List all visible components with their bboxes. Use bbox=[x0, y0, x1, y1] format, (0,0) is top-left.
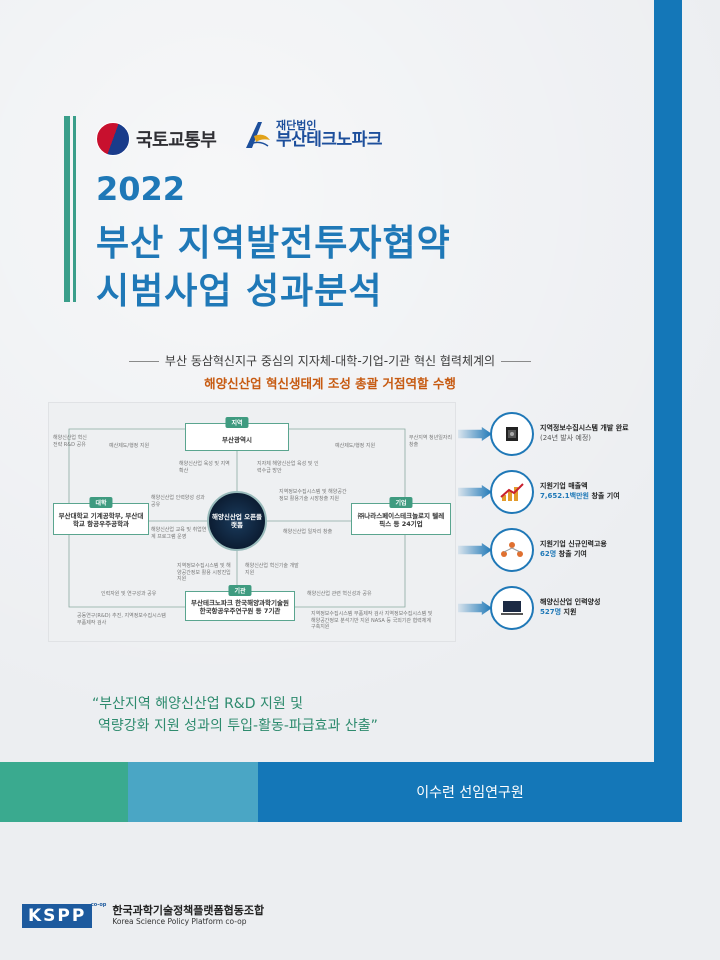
author-name: 이수련 선임연구원 bbox=[416, 785, 524, 801]
institution-box-label: 부산테크노파크 한국해양과학기술원 한국항공우주연구원 등 7기관 bbox=[191, 599, 289, 616]
kspp-text: KSPP bbox=[28, 906, 87, 926]
divider bbox=[128, 361, 159, 362]
note-uni-right-2: 해양신산업 교육 및 취업연계 프로그램 운영 bbox=[151, 527, 207, 540]
satellite-icon bbox=[490, 412, 534, 456]
ministry-name: 국토교통부 bbox=[136, 130, 217, 151]
result-2-value: 7,652.1백만원 bbox=[540, 492, 589, 500]
note-top-left: 예산제도/행정 지원 bbox=[109, 443, 150, 449]
report-title-line1: 부산 지역발전투자협약 bbox=[96, 223, 451, 264]
note-mid-bottom-a: 지역정보수집시스템 및 해양공간정보 활용 시장진입 지원 bbox=[177, 563, 231, 582]
result-1-line1: 지역정보수집시스템 개발 완료 bbox=[540, 424, 629, 433]
arrow-icon bbox=[458, 601, 492, 615]
note-company-left: 지역정보수집시스템 및 해양공간정보 활용기술 시장창출 지원 bbox=[279, 489, 347, 502]
author-band: 이수련 선임연구원 bbox=[258, 762, 682, 822]
note-bottom-right: 해양신산업 관련 혁신성과 공유 bbox=[307, 591, 372, 597]
technopark-name: 부산테크노파크 bbox=[276, 129, 382, 150]
result-1-line2: (24년 발사 예정) bbox=[540, 434, 592, 442]
arrow-icon bbox=[458, 485, 492, 499]
quote-line2: 역량강화 지원 성과의 투입-활동-파급효과 산출” bbox=[98, 717, 378, 734]
note-mid-right: 지자체 해양신산업 육성 및 인력수급 방안 bbox=[257, 461, 319, 474]
kspp-wordmark: KSPP co-op bbox=[22, 902, 106, 928]
region-box: 지역 부산광역시 bbox=[185, 417, 289, 451]
university-tag: 대학 bbox=[89, 497, 113, 508]
result-item: 지역정보수집시스템 개발 완료 (24년 발사 예정) bbox=[458, 408, 654, 460]
quote-line1: “부산지역 해양신산업 R&D 지원 및 bbox=[92, 696, 304, 712]
footer-band-teal bbox=[128, 762, 258, 822]
coop-label: co-op bbox=[90, 902, 107, 908]
result-4-suffix: 지원 bbox=[563, 608, 577, 616]
result-item: 지원기업 신규인력고용 62명 창출 기여 bbox=[458, 524, 654, 576]
region-box-label: 부산광역시 bbox=[222, 436, 252, 444]
ministry-logo: 국토교통부 bbox=[96, 122, 217, 156]
laptop-training-icon bbox=[490, 586, 534, 630]
open-platform-hub: 해양신산업 오픈플랫폼 bbox=[207, 491, 267, 551]
result-3-suffix: 창출 기여 bbox=[558, 550, 587, 558]
taegeuk-icon bbox=[96, 122, 130, 156]
cooperation-diagram: 지역 부산광역시 대학 부산대학교 기계공학부, 부산대학교 항공우주공학과 기… bbox=[48, 402, 456, 642]
foundation-label: 재단법인 bbox=[276, 119, 317, 133]
note-bottom-far-left: 공동연구(R&D) 추진, 지역정보수집시스템 부품제작 검사 bbox=[77, 613, 166, 626]
note-top-right: 예산제도/행정 지원 bbox=[335, 443, 376, 449]
arrow-icon bbox=[458, 427, 492, 441]
kspp-korean-name: 한국과학기술정책플랫폼협동조합 bbox=[112, 904, 265, 918]
company-tag: 기업 bbox=[389, 497, 413, 508]
result-2-line1: 지원기업 매출액 bbox=[540, 482, 588, 491]
institution-tag: 기관 bbox=[228, 585, 252, 596]
figure-subtitle-text: 부산 동삼혁신지구 중심의 지자체-대학-기업-기관 혁신 협력체계의 bbox=[164, 354, 496, 368]
result-3-value: 62명 bbox=[540, 550, 557, 558]
title-accent-bar bbox=[64, 116, 70, 302]
report-summary-quote: “부산지역 해양신산업 R&D 지원 및 역량강화 지원 성과의 투입-활동-파… bbox=[92, 694, 378, 737]
company-box-label: ㈜나라스페이스테크놀로지 텔레픽스 등 24기업 bbox=[357, 512, 445, 529]
technopark-emblem-icon bbox=[242, 118, 272, 152]
right-accent-bar bbox=[654, 0, 682, 822]
note-right-top: 부산지역 청년일자리 창출 bbox=[409, 435, 452, 448]
result-4-value: 527명 bbox=[540, 608, 562, 616]
result-3-line1: 지원기업 신규인력고용 bbox=[540, 540, 607, 549]
footer-band-green bbox=[0, 762, 128, 822]
result-item: 지원기업 매출액 7,652.1백만원 창출 기여 bbox=[458, 466, 654, 518]
note-mid-left: 해양신산업 육성 및 지역 확산 bbox=[179, 461, 230, 474]
report-year: 2022 bbox=[96, 170, 186, 208]
note-bottom-far-right: 지역정보수집시스템 부품제작 검사 지역정보수집시스템 및 해양공간정보 분석기… bbox=[311, 611, 433, 630]
note-uni-right: 해양신산업 인력양성 성과 공유 bbox=[151, 495, 205, 508]
kspp-logo: KSPP co-op 한국과학기술정책플랫폼협동조합 Korea Science… bbox=[22, 902, 265, 928]
report-title-line2: 시범사업 성과분석 bbox=[96, 271, 383, 312]
busan-technopark-logo: 재단법인 부산테크노파크 bbox=[242, 118, 382, 152]
institution-box: 기관 부산테크노파크 한국해양과학기술원 한국항공우주연구원 등 7기관 bbox=[185, 585, 295, 621]
note-mid-bottom-b: 해양신산업 혁신기술 개발 지원 bbox=[245, 563, 299, 576]
people-network-icon bbox=[490, 528, 534, 572]
growth-chart-icon bbox=[490, 470, 534, 514]
figure-subtitle: 부산 동삼혁신지구 중심의 지자체-대학-기업-기관 혁신 협력체계의 bbox=[100, 352, 560, 369]
title-accent-bar-thin bbox=[73, 116, 76, 302]
result-item: 해양신산업 인력양성 527명 지원 bbox=[458, 582, 654, 634]
arrow-icon bbox=[458, 543, 492, 557]
result-2-suffix: 창출 기여 bbox=[591, 492, 620, 500]
region-tag: 지역 bbox=[225, 417, 249, 428]
note-left-top: 해양신산업 혁신전략 R&D 공유 bbox=[53, 435, 87, 448]
diagram-connectors bbox=[68, 428, 406, 608]
note-bottom-left: 인력자원 및 연구성과 공유 bbox=[101, 591, 157, 597]
results-panel: 지역정보수집시스템 개발 완료 (24년 발사 예정) 지원기업 매출액 7,6… bbox=[458, 408, 654, 634]
note-company-left-2: 해양신산업 일자리 창출 bbox=[283, 529, 333, 535]
result-4-line1: 해양신산업 인력양성 bbox=[540, 598, 601, 607]
figure-headline: 해양신산업 혁신생태계 조성 총괄 거점역할 수행 bbox=[204, 376, 456, 391]
company-box: 기업 ㈜나라스페이스테크놀로지 텔레픽스 등 24기업 bbox=[351, 497, 451, 535]
divider bbox=[501, 361, 532, 362]
university-box: 대학 부산대학교 기계공학부, 부산대학교 항공우주공학과 bbox=[53, 497, 149, 535]
university-box-label: 부산대학교 기계공학부, 부산대학교 항공우주공학과 bbox=[58, 512, 144, 529]
kspp-english-name: Korea Science Policy Platform co-op bbox=[112, 917, 247, 926]
